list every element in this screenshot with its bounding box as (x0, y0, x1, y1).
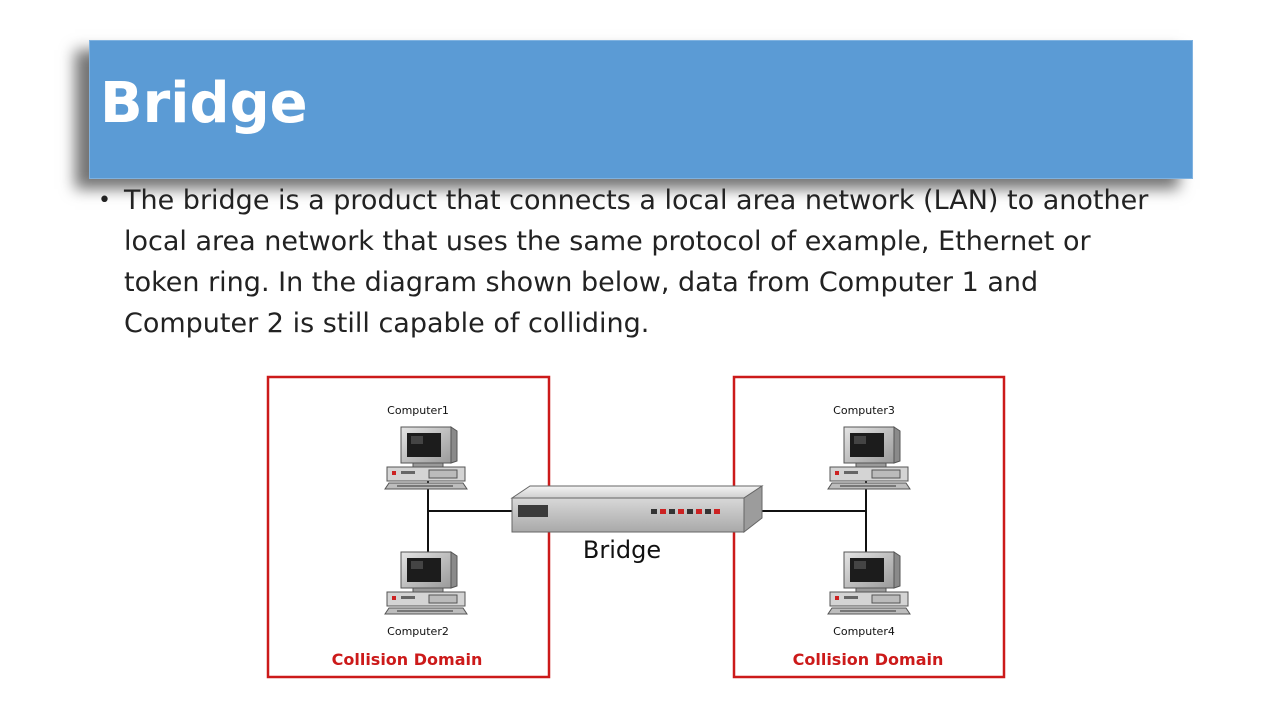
computer4-label: Computer4 (833, 625, 895, 638)
computer-icon (384, 551, 468, 615)
bridge-label: Bridge (583, 536, 661, 564)
bullet-list: • The bridge is a product that connects … (98, 180, 1158, 344)
bullet-marker: • (98, 188, 111, 213)
bridge-device (510, 485, 764, 534)
computer2-label: Computer2 (387, 625, 449, 638)
bullet-text: The bridge is a product that connects a … (124, 185, 1149, 339)
computer-icon (384, 426, 468, 490)
computer-icon (827, 551, 911, 615)
right-domain-label: Collision Domain (793, 650, 944, 669)
title-banner: Bridge (89, 40, 1193, 179)
computer-icon (827, 426, 911, 490)
left-domain-label: Collision Domain (332, 650, 483, 669)
computer1-label: Computer1 (387, 404, 449, 417)
slide-title: Bridge (100, 71, 308, 136)
computer3-label: Computer3 (833, 404, 895, 417)
